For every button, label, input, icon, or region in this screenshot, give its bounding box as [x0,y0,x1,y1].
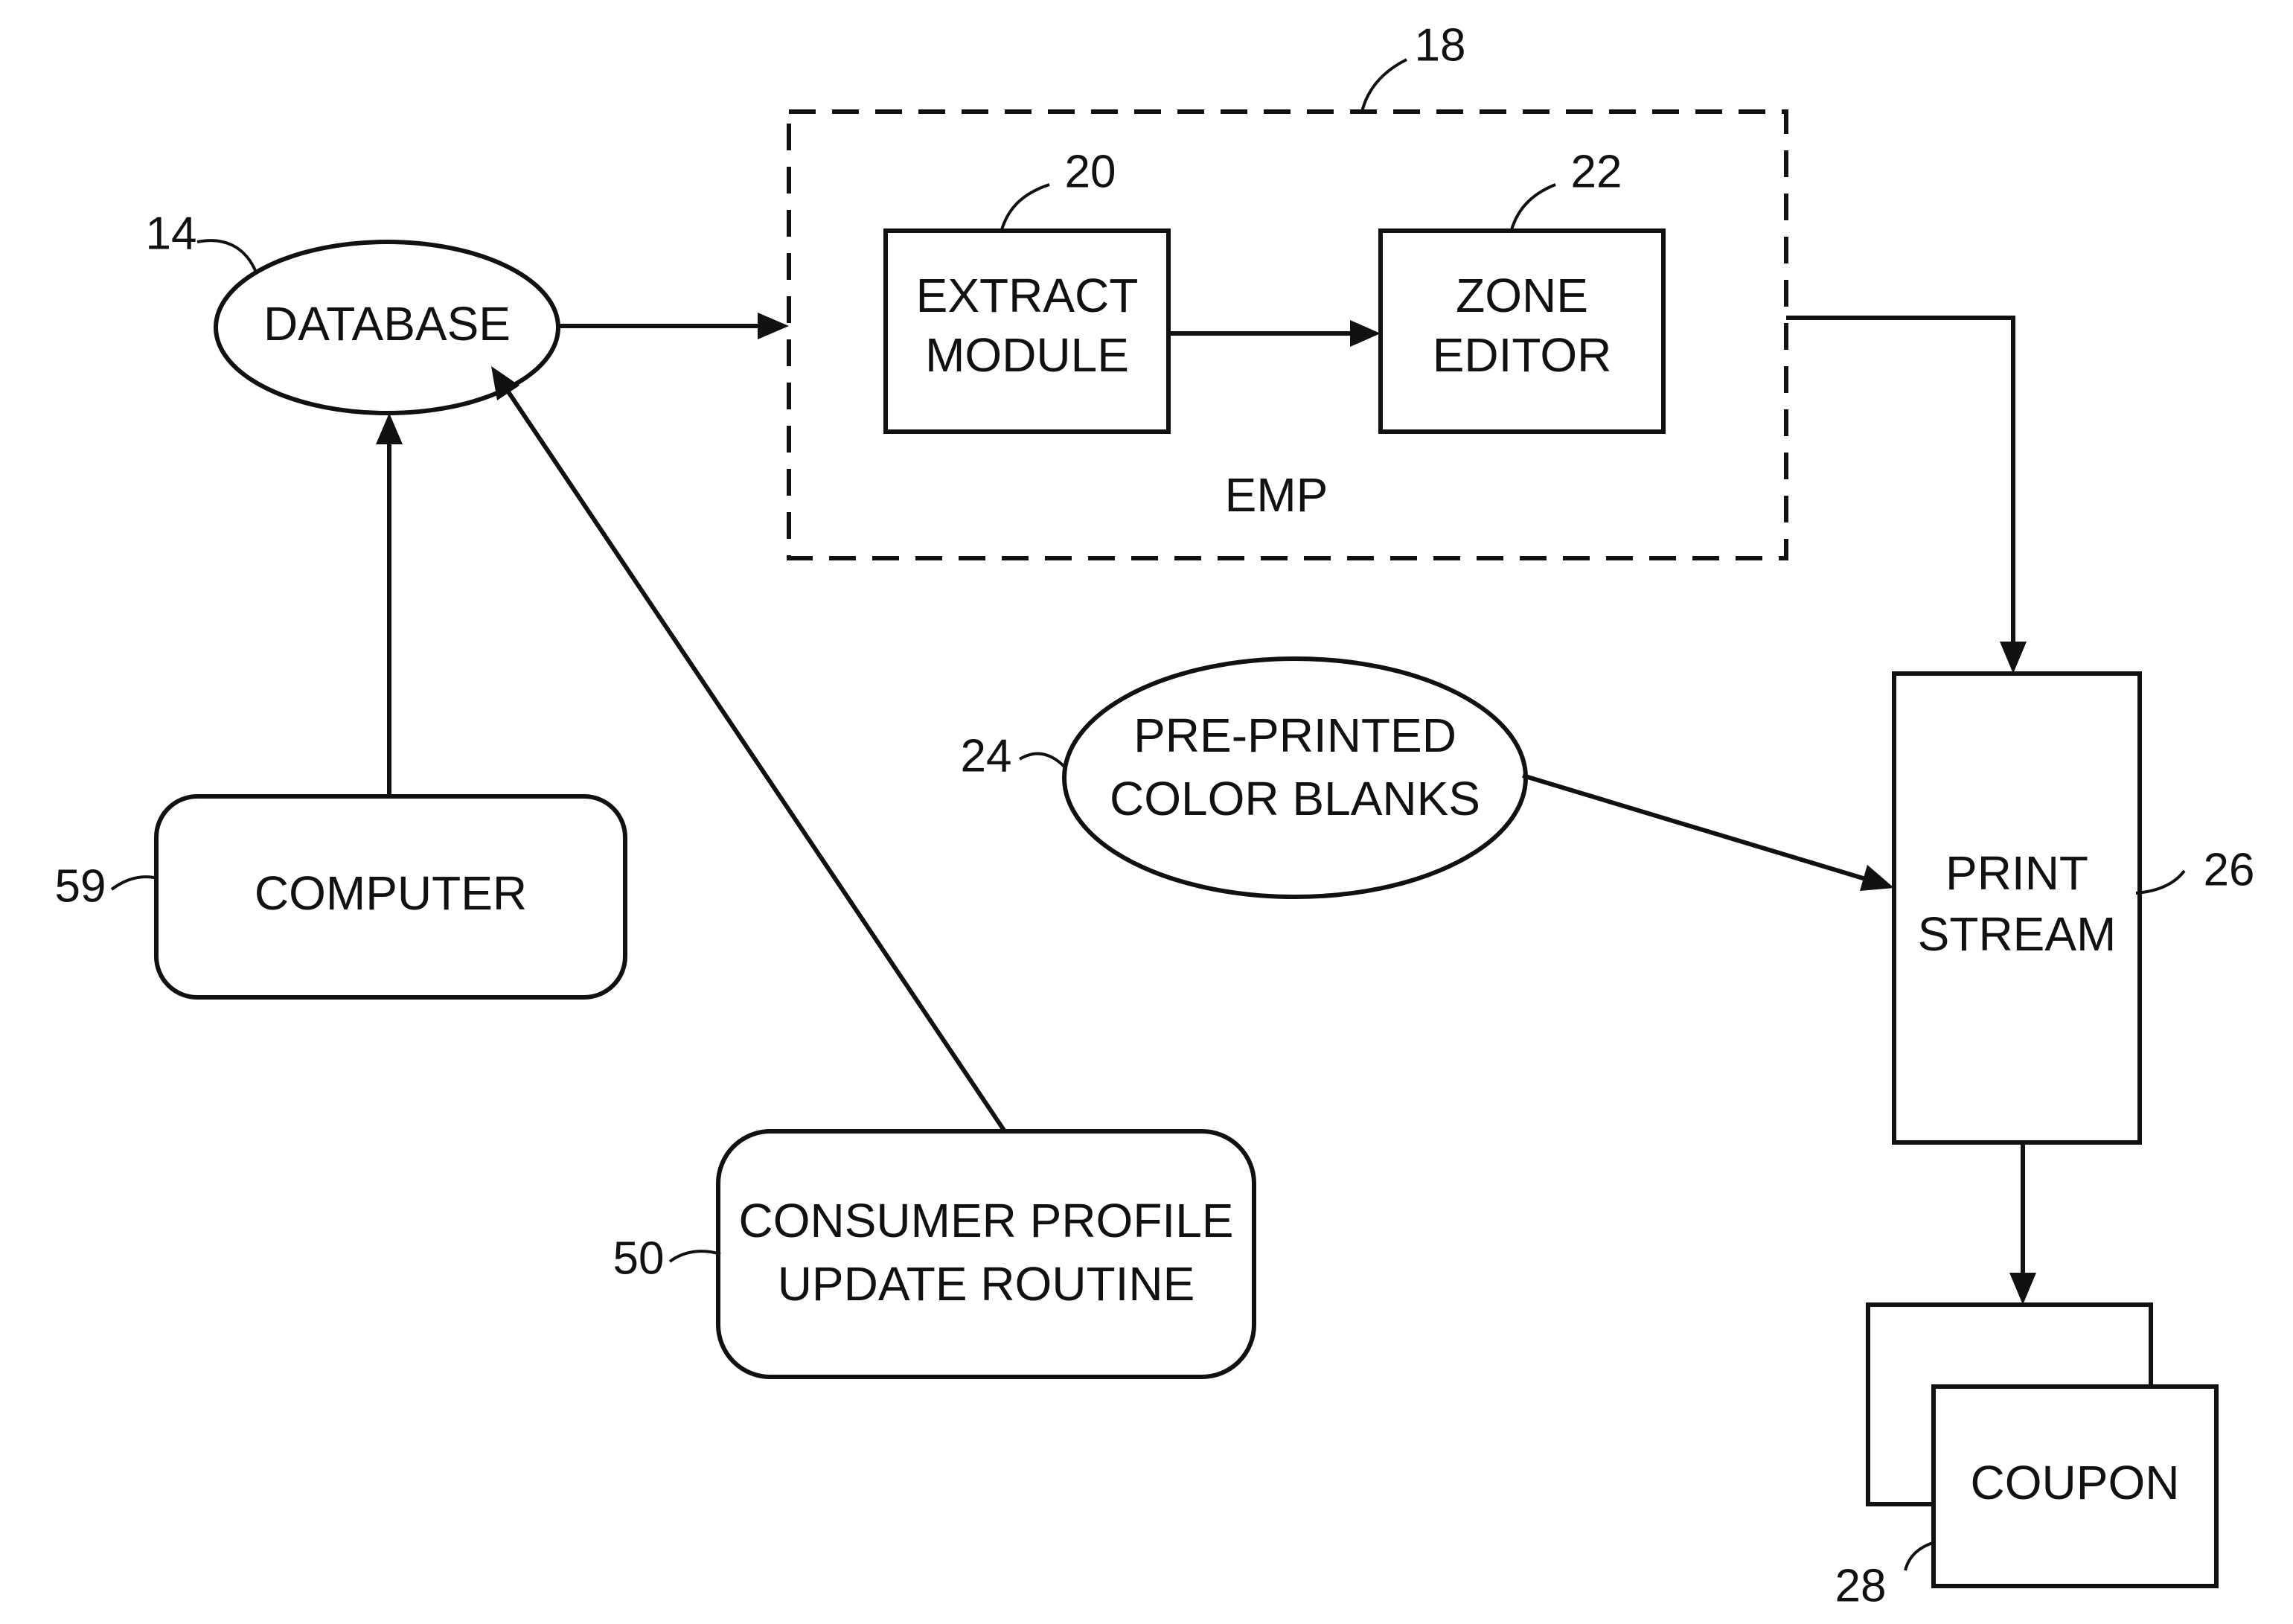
consumer-profile-label-line1: CONSUMER PROFILE [739,1194,1234,1247]
edge-emp-to-print-stream [1786,318,2013,645]
computer-label: COMPUTER [255,866,527,920]
zone-editor-leader [1511,185,1555,232]
extract-module-label-line2: MODULE [925,328,1129,382]
zone-editor-label-line1: ZONE [1456,269,1588,322]
consumer-profile-leader [670,1251,720,1262]
print-stream-label-line1: PRINT [1945,846,2088,900]
emp-group-ref: 18 [1415,19,1466,71]
edge-database-to-emp-arrowhead [758,313,789,339]
extract-module-label-line1: EXTRACT [916,269,1139,322]
edge-color-blanks-to-print-stream [1523,776,1868,880]
print-stream-leader [2136,871,2184,893]
computer-leader [112,877,158,889]
computer-ref: 59 [55,860,106,912]
consumer-profile-node[interactable] [718,1131,1254,1377]
consumer-profile-ref: 50 [613,1233,665,1284]
edge-print-stream-to-coupon-arrowhead [2009,1273,2036,1305]
color-blanks-ref: 24 [961,730,1012,781]
database-leader [197,240,257,274]
color-blanks-leader [1020,754,1064,767]
edge-emp-to-print-stream-arrowhead [2000,642,2027,674]
emp-group-label: EMP [1225,468,1328,522]
color-blanks-label-line1: PRE-PRINTED [1133,709,1456,762]
extract-module-leader [1001,185,1049,232]
coupon-ref: 28 [1835,1560,1887,1611]
coupon-label: COUPON [1971,1456,2180,1509]
edge-color-blanks-to-print-stream-arrowhead [1860,865,1894,891]
print-stream-ref: 26 [2204,844,2255,895]
emp-group-leader [1362,60,1407,112]
zone-editor-label-line2: EDITOR [1433,328,1612,382]
edge-computer-to-database-arrowhead [376,413,403,444]
edge-consumer-profile-to-database [508,391,1005,1131]
database-ref: 14 [146,208,197,259]
color-blanks-label-line2: COLOR BLANKS [1110,772,1480,825]
edge-extract-to-zone-arrowhead [1350,320,1381,347]
consumer-profile-label-line2: UPDATE ROUTINE [778,1257,1195,1311]
print-stream-label-line2: STREAM [1918,907,2117,961]
extract-module-ref: 20 [1065,146,1116,197]
coupon-leader [1905,1542,1935,1570]
database-label: DATABASE [263,297,511,351]
zone-editor-ref: 22 [1571,146,1622,197]
